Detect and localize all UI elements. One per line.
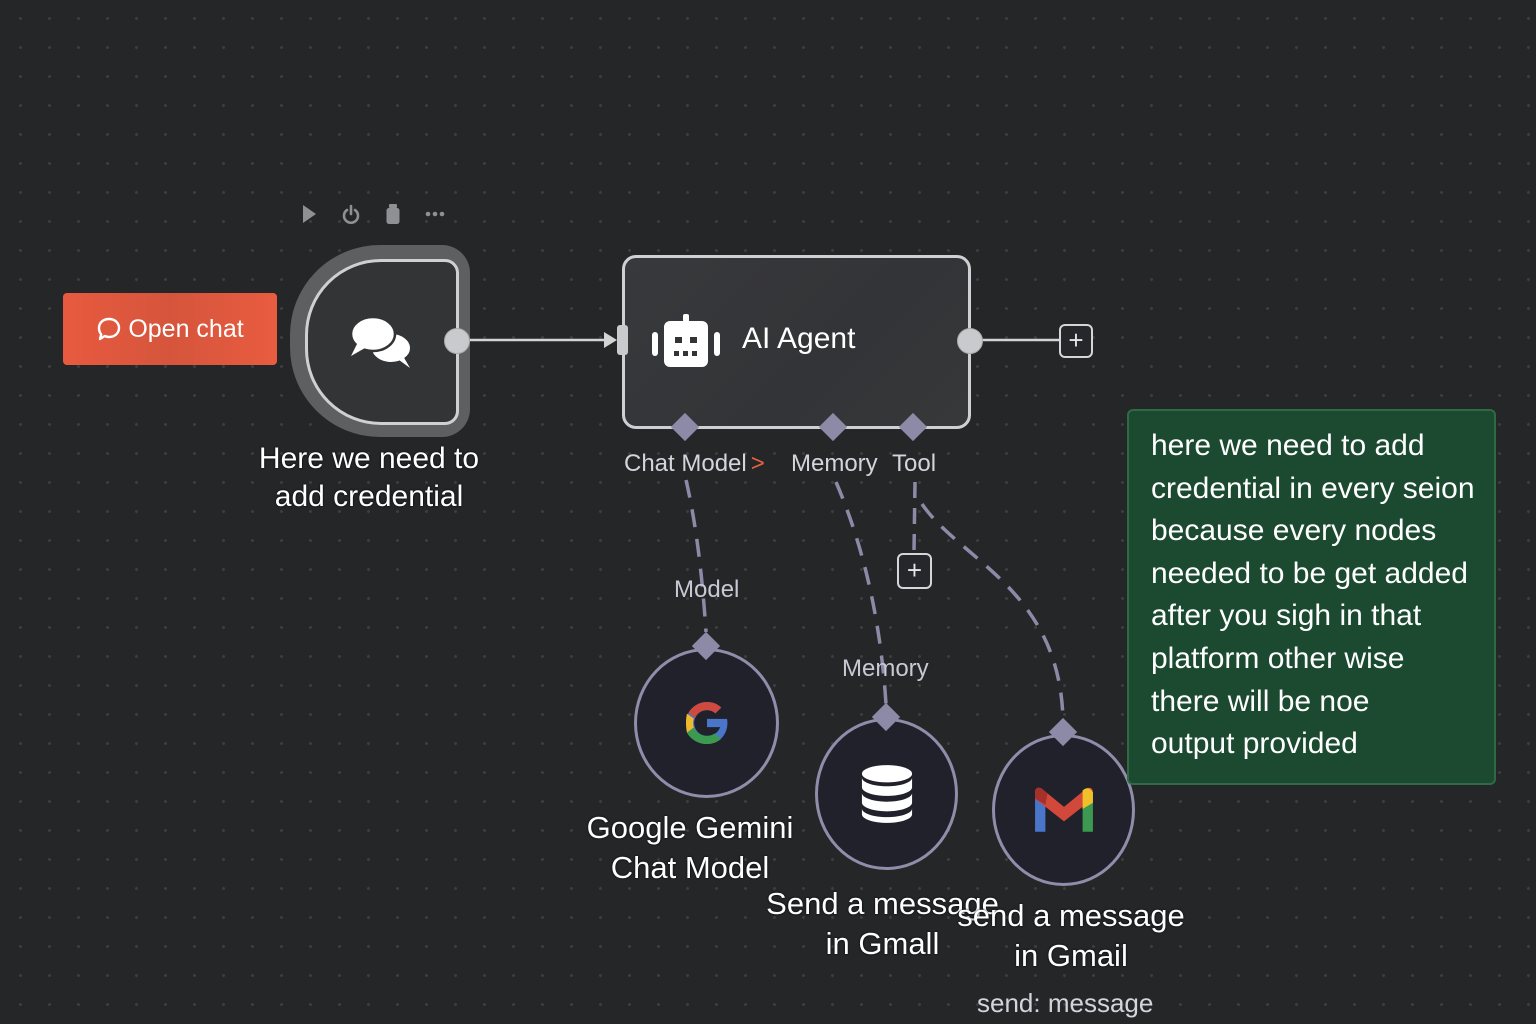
gmail-label-line1: send a message <box>957 898 1185 933</box>
tool-port-label: Tool <box>892 450 937 477</box>
more-options-button[interactable] <box>424 198 446 230</box>
power-icon <box>342 204 360 224</box>
delete-node-button[interactable] <box>382 198 404 230</box>
ai-agent-title: AI Agent <box>742 322 856 355</box>
google-g-icon <box>685 702 730 744</box>
chat-model-port-label: Chat Model> <box>624 450 765 478</box>
deactivate-node-button[interactable] <box>340 198 362 230</box>
trigger-label-line1: Here we need to <box>258 442 480 475</box>
gemini-node-label: Google Gemini Chat Model <box>570 808 810 888</box>
gmail-tool-subtitle: send: message <box>977 988 1154 1018</box>
sticky-line: here we need to add <box>1151 429 1425 462</box>
gmail-tool-label: send a message in Gmail <box>950 896 1192 976</box>
sticky-line: because every nodes <box>1151 514 1437 548</box>
connection-tool-gmail[interactable] <box>920 503 1065 721</box>
agent-output-handle[interactable] <box>957 328 983 354</box>
gmail-label-line2: in Gmail <box>1014 938 1128 973</box>
plus-icon: + <box>1068 325 1084 355</box>
memory-label-line1: Send a message <box>766 886 999 921</box>
gemini-port-label: Model <box>674 576 740 603</box>
connection-arrow-head <box>604 332 617 348</box>
required-indicator-icon: > <box>750 450 765 477</box>
plus-icon: + <box>906 555 923 585</box>
open-chat-button[interactable]: Open chat <box>63 293 277 365</box>
sticky-line: platform other wise <box>1151 641 1405 675</box>
add-next-node-button[interactable]: + <box>1059 324 1093 358</box>
chat-model-text: Chat Model <box>624 450 747 477</box>
trigger-output-handle[interactable] <box>444 328 470 354</box>
chat-bubble-icon <box>98 317 121 341</box>
trigger-label-line2: add credential <box>274 480 464 513</box>
gemini-label-line1: Google Gemini <box>586 810 794 845</box>
sticky-line: output provided <box>1151 727 1358 761</box>
database-icon <box>861 765 912 823</box>
chat-trigger-node[interactable] <box>305 259 459 425</box>
connection-tool-add[interactable] <box>912 481 917 553</box>
open-chat-label: Open chat <box>128 314 244 343</box>
trash-icon <box>386 204 400 224</box>
memory-node-label: Send a message in Gmall <box>760 884 1005 964</box>
play-icon <box>303 205 316 223</box>
memory-node-port-label: Memory <box>842 655 929 682</box>
add-tool-button[interactable]: + <box>897 553 932 589</box>
memory-label-line2: in Gmall <box>825 926 940 961</box>
sticky-line: after you sigh in that <box>1151 599 1422 633</box>
gemini-label-line2: Chat Model <box>610 850 770 885</box>
sticky-line: needed to be get added <box>1151 556 1468 590</box>
node-toolbar <box>298 198 446 230</box>
chat-bubbles-icon <box>349 315 412 368</box>
sticky-line: there will be noe <box>1151 684 1370 718</box>
gmail-tool-node[interactable] <box>992 734 1135 886</box>
sticky-note[interactable]: here we need to add credential in every … <box>1127 409 1496 785</box>
agent-input-handle[interactable] <box>617 325 628 355</box>
robot-icon <box>652 314 720 367</box>
gemini-chat-model-node[interactable] <box>634 648 779 798</box>
execute-node-button[interactable] <box>298 198 320 230</box>
gmail-icon <box>1034 787 1093 832</box>
memory-node[interactable] <box>815 718 958 870</box>
trigger-node-label: Here we need to add credential <box>240 440 498 516</box>
sticky-line: credential in every seion <box>1151 471 1475 505</box>
memory-port-label: Memory <box>791 450 878 477</box>
connection-chat-model[interactable] <box>684 479 708 633</box>
more-dots-icon <box>425 211 445 217</box>
